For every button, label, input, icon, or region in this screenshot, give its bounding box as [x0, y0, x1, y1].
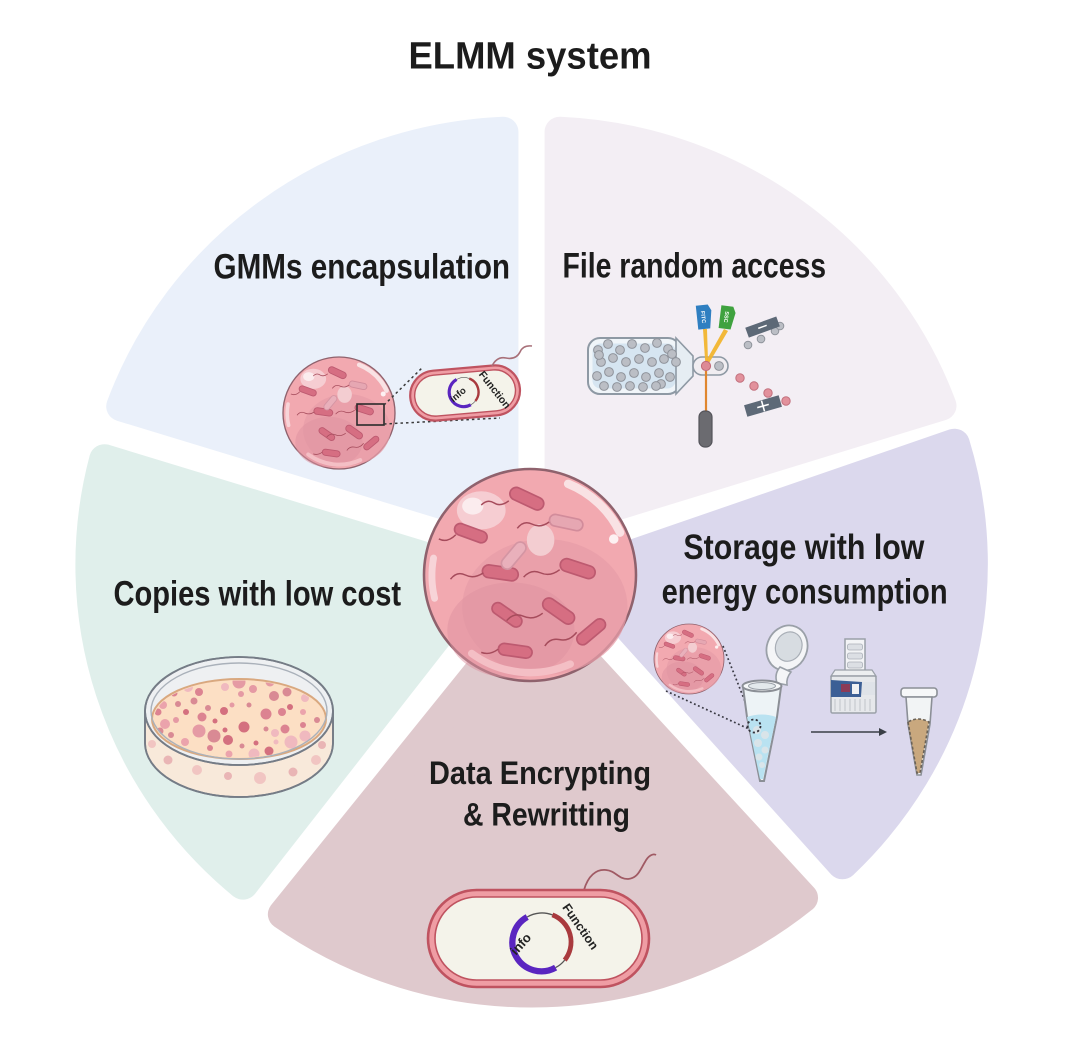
svg-text:Storage with low: Storage with low [683, 528, 925, 567]
svg-text:File random access: File random access [563, 246, 827, 285]
svg-text:ELMM system: ELMM system [409, 36, 652, 78]
svg-text:Data Encrypting: Data Encrypting [429, 755, 651, 791]
svg-text:FITC: FITC [699, 311, 706, 324]
svg-text:GMMs encapsulation: GMMs encapsulation [214, 247, 511, 286]
svg-text:energy consumption: energy consumption [662, 573, 948, 612]
svg-text:& Rewritting: & Rewritting [463, 797, 630, 833]
svg-text:Copies with low cost: Copies with low cost [113, 574, 401, 613]
svg-text:SSC: SSC [722, 311, 729, 323]
